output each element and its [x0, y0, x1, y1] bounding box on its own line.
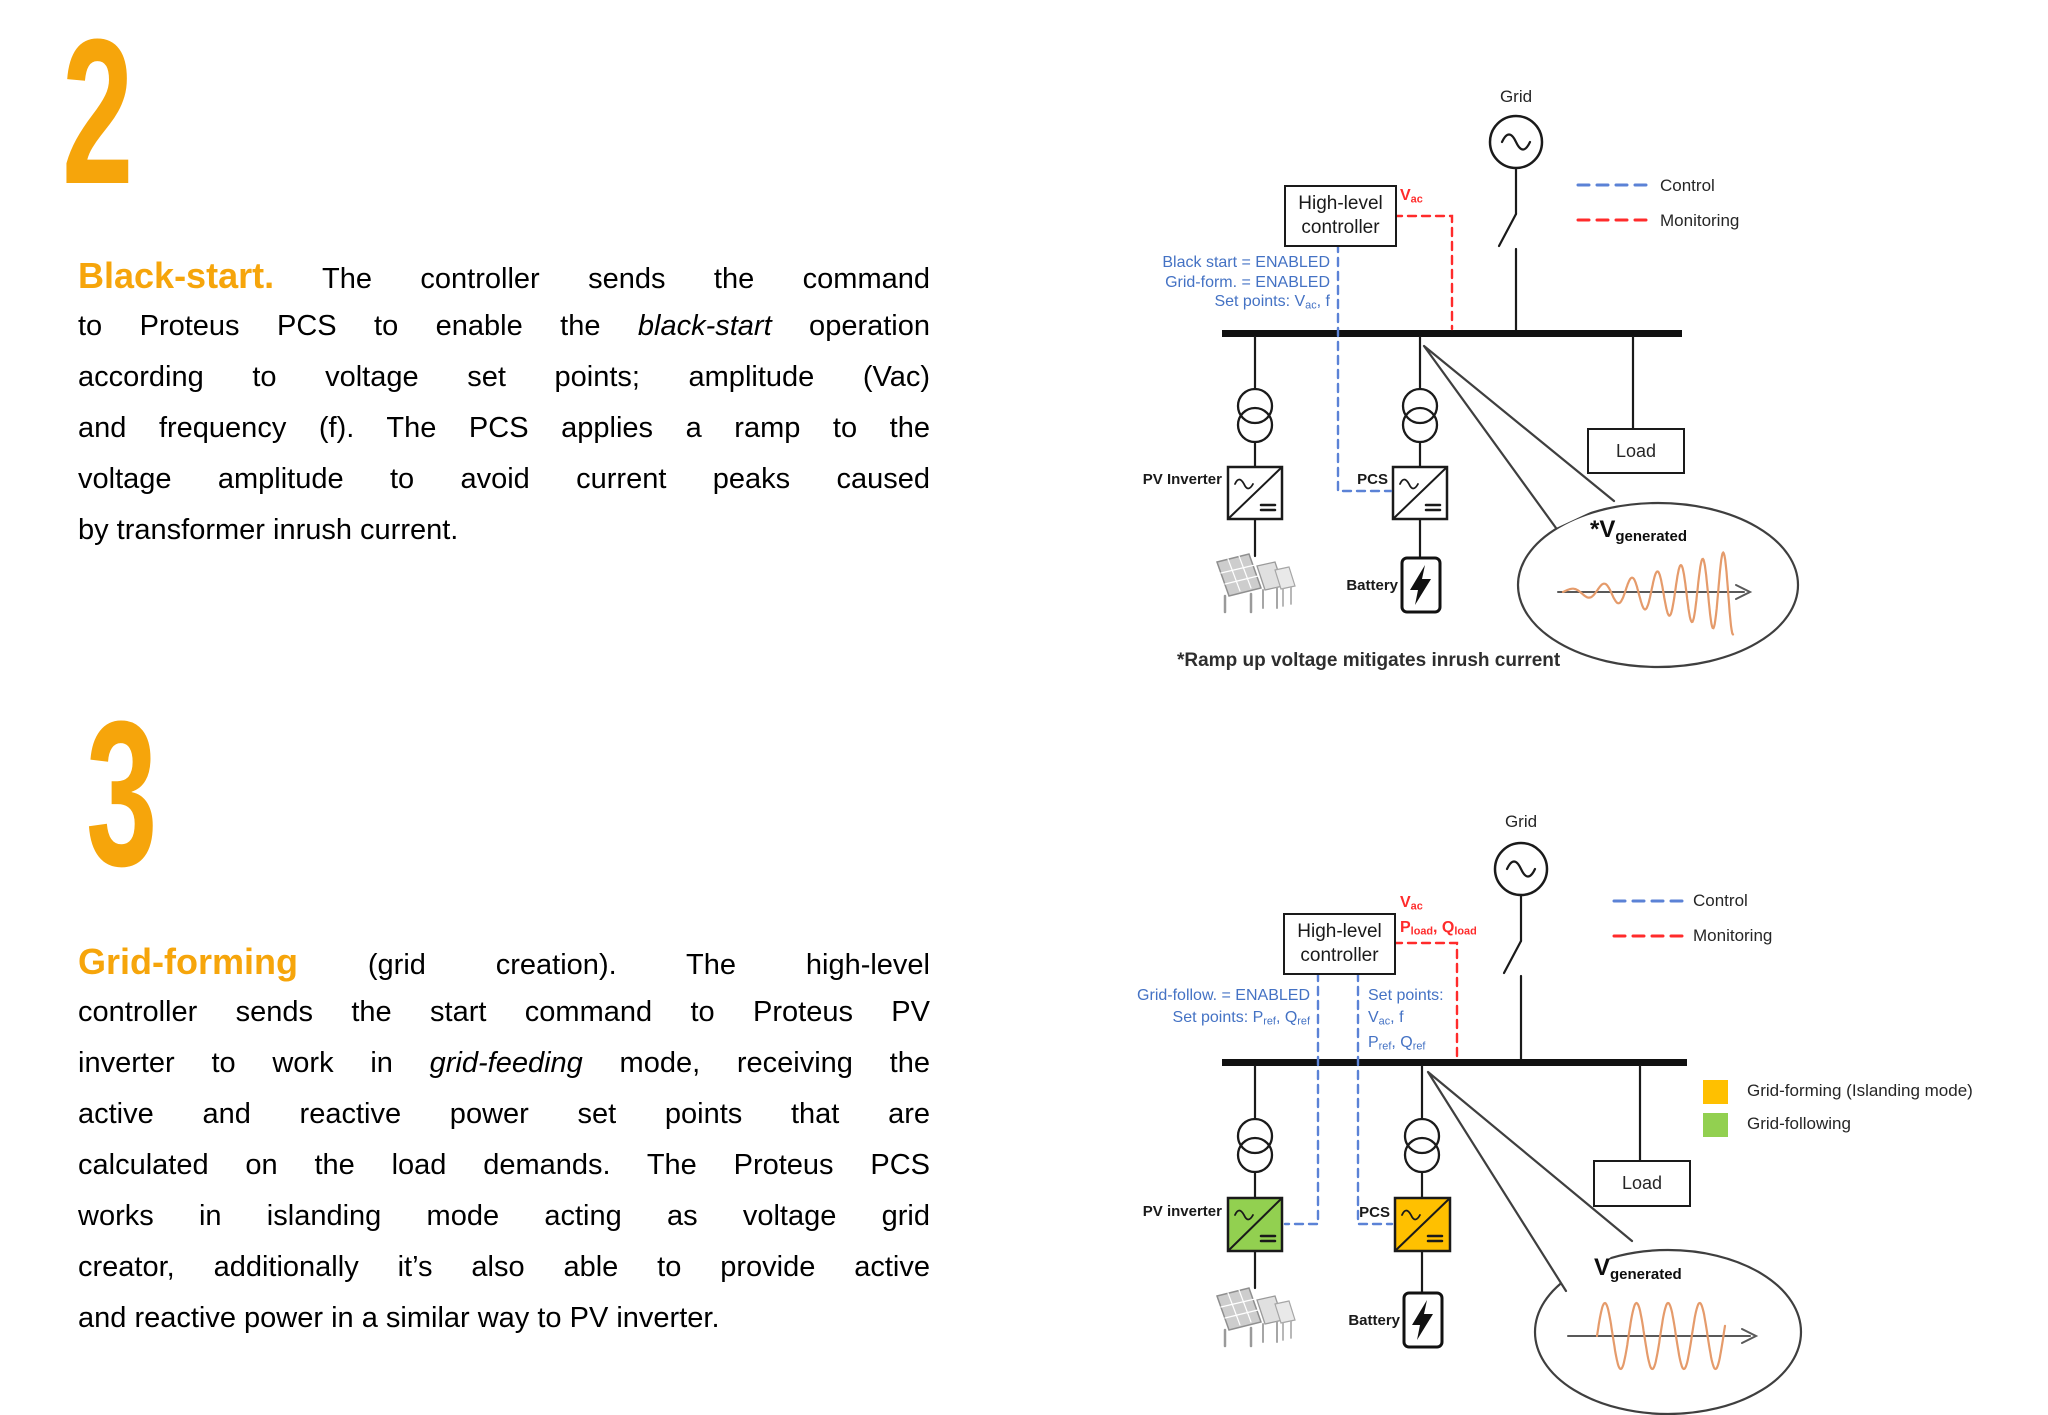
pcs-label: PCS	[1357, 471, 1388, 488]
control-dashed-line-pcs	[1356, 971, 1394, 1226]
solar-array-icon	[1216, 553, 1296, 614]
high-level-controller-box: High-level controller	[1283, 913, 1396, 975]
monitoring-dashed-line	[1392, 214, 1454, 331]
section-3-paragraph: Grid-forming (grid creation). The high-l…	[78, 941, 930, 1334]
grid-forming-legend-label: Grid-forming (Islanding mode)	[1747, 1081, 1973, 1100]
breaker-switch-icon	[1497, 166, 1518, 332]
grid-source-icon	[1493, 841, 1549, 897]
grid-label: Grid	[1504, 812, 1538, 831]
battery-label: Battery	[1348, 1312, 1400, 1329]
controller-label-line1: High-level	[1297, 921, 1382, 942]
load-box: Load	[1593, 1160, 1691, 1207]
pv-inverter-label: PV Inverter	[1142, 471, 1222, 488]
controller-label-line1: High-level	[1298, 193, 1383, 214]
callout-bubble	[1422, 344, 1800, 669]
generated-voltage-label: Vgenerated	[1594, 1254, 1682, 1283]
load-box: Load	[1587, 428, 1685, 474]
grid-source-icon	[1488, 114, 1544, 170]
legend-monitoring-label: Monitoring	[1660, 211, 1740, 230]
battery-icon	[1402, 1291, 1444, 1349]
section-2-paragraph: Black-start. The controller sends the co…	[78, 255, 930, 546]
pv-inverter-grid-following-icon	[1226, 1196, 1284, 1253]
transformer-icon	[1236, 1117, 1441, 1174]
solar-array-icon	[1216, 1287, 1296, 1348]
legend-monitoring-label: Monitoring	[1693, 926, 1773, 945]
callout-bubble	[1426, 1070, 1803, 1415]
grid-label: Grid	[1499, 87, 1533, 106]
load-label: Load	[1615, 440, 1657, 461]
controller-label-line2: controller	[1301, 217, 1380, 238]
callout-main: V	[1594, 1254, 1611, 1281]
monitoring-dashed-line	[1392, 941, 1459, 1060]
grid-forming-diagram	[1216, 841, 1803, 1415]
ramp-up-footnote: *Ramp up voltage mitigates inrush curren…	[1177, 650, 1561, 671]
load-label: Load	[1621, 1173, 1663, 1193]
black-start-diagram	[1216, 114, 1800, 669]
section-3-number: 3	[86, 678, 158, 909]
battery-label: Battery	[1346, 577, 1398, 594]
pcs-label: PCS	[1359, 1204, 1390, 1221]
legend-control-label: Control	[1693, 891, 1748, 910]
breaker-switch-icon	[1502, 893, 1523, 1061]
ramp-up-voltage-waveform	[1561, 550, 1735, 636]
pv-inverter-label: PV inverter	[1142, 1203, 1222, 1220]
pcs-inverter-icon	[1391, 465, 1449, 521]
pv-inverter-icon	[1226, 465, 1284, 521]
battery-icon	[1400, 556, 1442, 614]
callout-main: *V	[1590, 516, 1616, 543]
callout-sub: generated	[1615, 527, 1688, 545]
bus-bar	[1222, 1059, 1687, 1066]
generated-voltage-label: *Vgenerated	[1590, 516, 1687, 545]
legend-control-label: Control	[1660, 176, 1715, 195]
controller-label-line2: controller	[1300, 945, 1379, 966]
grid-following-legend-label: Grid-following	[1747, 1114, 1851, 1133]
branch-lines	[1253, 1064, 1642, 1295]
axis-arrow	[1567, 1328, 1759, 1344]
control-dashed-line	[1336, 242, 1393, 493]
grid-following-swatch	[1703, 1113, 1728, 1137]
bus-bar	[1222, 330, 1682, 337]
pcs-grid-forming-icon	[1393, 1196, 1452, 1253]
grid-forming-swatch	[1703, 1080, 1728, 1104]
high-level-controller-box: High-level controller	[1284, 185, 1397, 247]
monitored-signals-label: Vac	[1400, 187, 1423, 206]
callout-sub: generated	[1610, 1265, 1682, 1283]
transformer-icon	[1236, 387, 1439, 444]
control-dashed-line-pv	[1283, 971, 1320, 1226]
branch-lines	[1253, 335, 1635, 560]
generated-voltage-waveform	[1595, 1301, 1727, 1371]
section-2-number: 2	[62, 0, 134, 227]
